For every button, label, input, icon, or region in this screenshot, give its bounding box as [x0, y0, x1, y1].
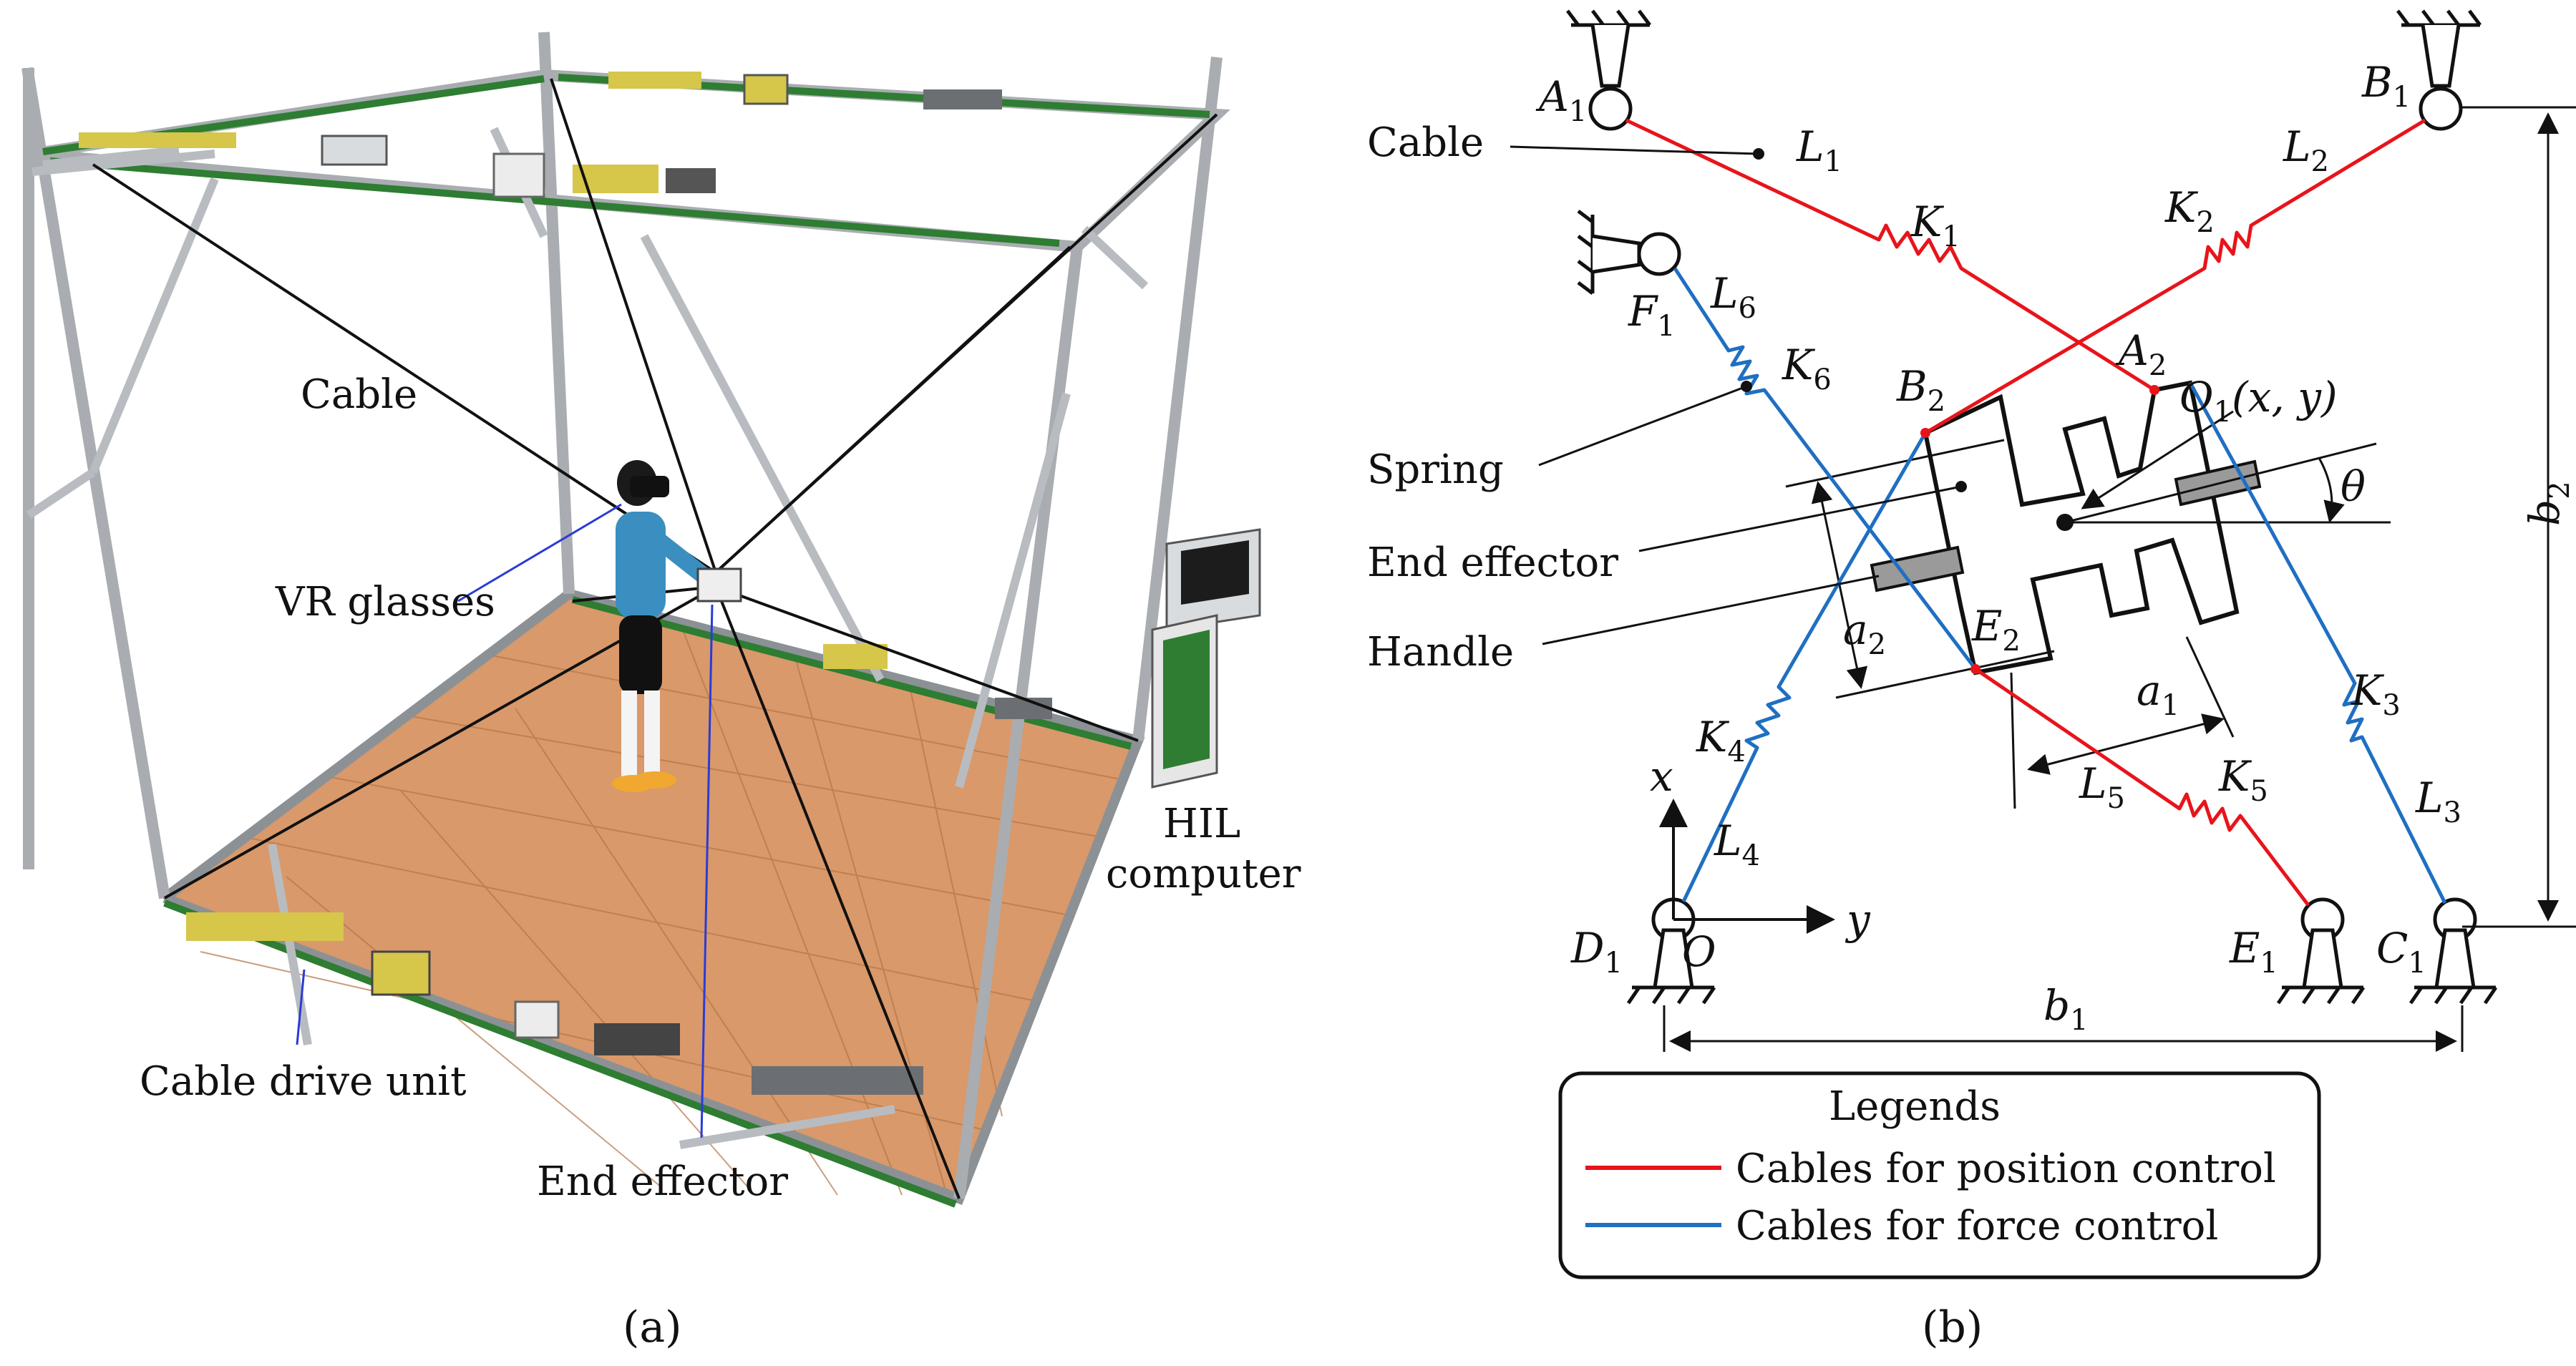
sym-k4: K4 [1696, 713, 1746, 769]
legend-box [1558, 1071, 2321, 1279]
sym-e2: E2 [1971, 602, 2021, 658]
label-hil-line2: computer [1106, 851, 1301, 897]
sym-x-axis: x [1650, 752, 1673, 801]
sym-theta: θ [2341, 462, 2366, 511]
sym-b2: B2 [1896, 362, 1945, 418]
cable-l1 [1625, 118, 2156, 392]
legend-title: Legends [1829, 1083, 2001, 1130]
anchor-b1 [2396, 9, 2482, 131]
floor-grid [200, 622, 1124, 1196]
callout-spring: Spring [1367, 447, 1504, 493]
label-end-effector-a: End effector [537, 1158, 788, 1205]
cable-drive-units [79, 72, 1052, 1095]
sym-l1: L1 [1796, 122, 1842, 178]
sym-e1: E1 [2229, 924, 2278, 980]
symbol-labels: A1 B1 F1 D1 E1 C1 A2 B2 E2 L1 L2 L3 L4 L… [1535, 58, 2576, 1037]
sym-k1: K1 [1910, 197, 1960, 253]
sym-l2: L2 [2283, 122, 2329, 178]
caption-b: (b) [1922, 1302, 1983, 1352]
anchor-f1 [1577, 210, 1681, 295]
sym-a1: A1 [1535, 72, 1587, 128]
force-cables [1673, 267, 2447, 904]
sym-b1-dim: b1 [2043, 981, 2089, 1037]
sym-k5: K5 [2218, 752, 2268, 808]
coordinate-axes [1659, 799, 1835, 934]
label-vr-glasses: VR glasses [275, 579, 495, 625]
legend: Legends Cables for position control Cabl… [1558, 1071, 2321, 1279]
panel-b-diagram [1510, 9, 2576, 1052]
cable-l6 [1673, 267, 1977, 670]
callout-pointers [1510, 145, 1962, 645]
sym-l3: L3 [2415, 774, 2461, 829]
hil-computer [1151, 528, 1261, 789]
sym-l5: L5 [2079, 759, 2125, 815]
sym-k2: K2 [2164, 183, 2215, 239]
legend-label-force: Cables for force control [1736, 1203, 2218, 1249]
sym-d1: D1 [1570, 924, 1623, 980]
sym-b2-dim: b2 [2520, 481, 2576, 526]
sym-o1: O1(x, y) [2179, 373, 2338, 429]
end-effector-body [1923, 380, 2240, 675]
label-hil-line1: HIL [1163, 801, 1240, 847]
callout-handle: Handle [1367, 629, 1514, 675]
cable-l3 [2188, 381, 2447, 904]
anchors [1566, 9, 2498, 1005]
sym-y-axis: y [1844, 895, 1871, 944]
floor-rails [163, 596, 1132, 1208]
sym-b1: B1 [2361, 58, 2411, 114]
sym-origin: O [1682, 927, 1716, 976]
sym-l4: L4 [1714, 816, 1760, 872]
sym-c1: C1 [2376, 924, 2426, 980]
sym-l6: L6 [1710, 269, 1756, 325]
top-rails [42, 74, 1210, 247]
cable-l5 [1974, 667, 2310, 907]
anchor-e1 [2276, 897, 2366, 1005]
caption-a: (a) [623, 1302, 682, 1352]
anchor-a1 [1566, 9, 1651, 131]
label-cable-a: Cable [301, 371, 417, 418]
sym-a2-dim: a2 [1843, 605, 1886, 661]
label-cable-drive-unit: Cable drive unit [140, 1058, 467, 1105]
anchor-c1 [2409, 897, 2498, 1005]
cable-l2 [1924, 118, 2426, 435]
cable-l4 [1681, 431, 1928, 903]
sym-f1: F1 [1628, 287, 1676, 343]
dimension-arrows [1669, 112, 2559, 1052]
callout-cable: Cable [1367, 119, 1484, 166]
person [612, 460, 742, 792]
sym-k6: K6 [1782, 341, 1832, 396]
panel-a-pointers [296, 503, 714, 1138]
top-frame [26, 69, 1230, 253]
sym-a1-dim: a1 [2137, 666, 2179, 722]
frame-posts [21, 31, 1223, 1199]
callout-end-effector: End effector [1367, 540, 1618, 586]
frame-braces [26, 127, 1149, 1149]
position-cables [1625, 118, 2426, 907]
sym-k3: K3 [2351, 666, 2401, 722]
sym-a2: A2 [2115, 326, 2167, 382]
panel-a-illustration [21, 31, 1261, 1208]
legend-label-position: Cables for position control [1736, 1146, 2276, 1192]
